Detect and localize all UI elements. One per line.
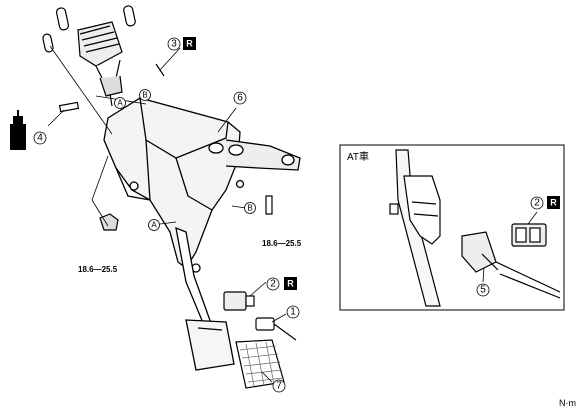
point-letter-b-top: B: [139, 89, 151, 101]
reuse-mark-3: [183, 37, 196, 50]
callout-4: 4: [33, 131, 47, 145]
reuse-mark-2-main-label: R: [287, 279, 294, 289]
callout-5: 5: [476, 283, 490, 297]
svg-text:B: B: [142, 91, 147, 100]
reuse-mark-2-inset-label: R: [550, 198, 557, 208]
reuse-mark-3-label: R: [186, 39, 193, 49]
point-letter-b-mid: B: [244, 202, 256, 214]
reuse-mark-2-inset: [547, 196, 560, 209]
torque-left: 18.6—25.5: [78, 265, 118, 274]
torque-right: 18.6—25.5: [262, 239, 302, 248]
svg-text:2: 2: [270, 279, 276, 290]
callout-2-main: 2 R: [266, 277, 297, 291]
booster-assembly: [42, 5, 136, 107]
svg-text:7: 7: [276, 381, 282, 392]
svg-text:5: 5: [480, 285, 486, 296]
svg-text:4: 4: [37, 133, 43, 144]
svg-text:2: 2: [534, 198, 540, 209]
inset-title: AT車: [347, 150, 369, 163]
grease-can-icon: [10, 110, 26, 150]
svg-text:3: 3: [171, 39, 177, 50]
callout-6: 6: [233, 91, 247, 105]
svg-text:B: B: [247, 204, 252, 213]
point-letter-a-top: A: [114, 97, 126, 109]
pedal-arm: [175, 226, 235, 371]
pedal-bracket: [103, 97, 301, 273]
callout-1: 1: [286, 305, 300, 319]
callout-7: 7: [272, 379, 286, 393]
svg-text:A: A: [151, 221, 157, 230]
callout-3: 3 R: [167, 37, 196, 51]
inset-panel: AT車 2 R 5: [339, 144, 565, 311]
connector: [255, 317, 297, 341]
svg-text:A: A: [117, 99, 123, 108]
unit-label: N·m: [559, 398, 576, 408]
callout-2-inset: 2 R: [530, 196, 560, 210]
svg-text:1: 1: [290, 307, 296, 318]
pedal-pad-cover: [235, 339, 285, 389]
stop-lamp-switch: [223, 291, 255, 311]
svg-text:6: 6: [237, 93, 243, 104]
point-letter-a-mid: A: [148, 219, 160, 231]
reuse-mark-2-main: [284, 277, 297, 290]
